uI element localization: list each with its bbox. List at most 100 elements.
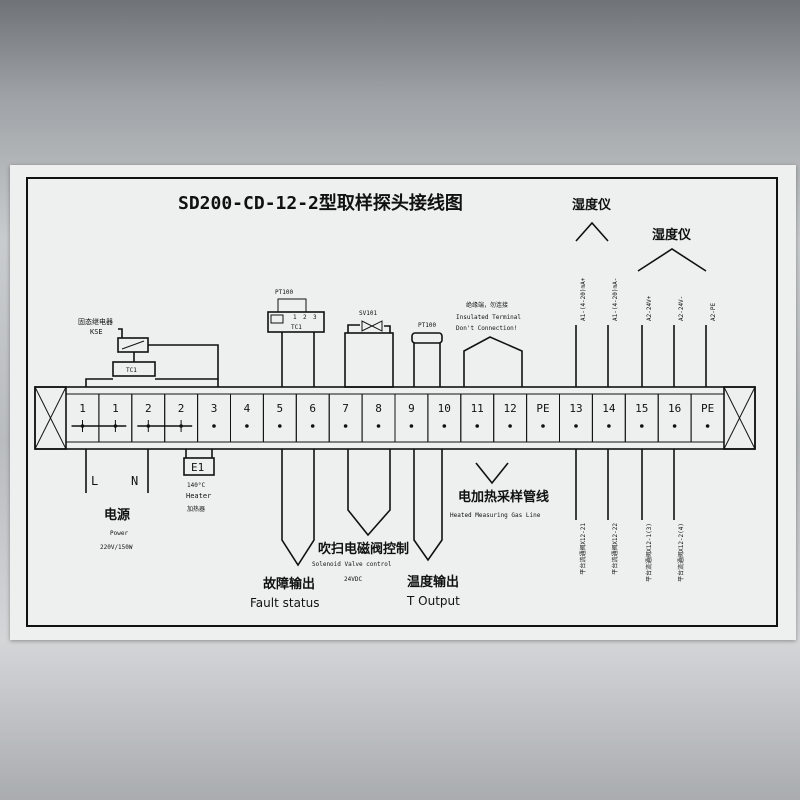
terminal-screw bbox=[705, 424, 710, 428]
fault-label-en: Fault status bbox=[250, 596, 320, 610]
insulated-label-zh: 绝缘端，勿连接 bbox=[466, 301, 508, 309]
hygrometers: 湿度仪 湿度仪 A1-(4-20)mA+ A1-(4-20)mA- A2-24V+ A… bbox=[572, 197, 717, 387]
terminal-screw bbox=[113, 424, 118, 428]
terminal-number: 5 bbox=[276, 402, 283, 415]
hygrometer-wire-label-2: A1-(4-20)mA- bbox=[612, 278, 619, 321]
heater-code: E1 bbox=[191, 461, 204, 474]
plate-border bbox=[26, 177, 778, 627]
heater-label-zh: 加热器 bbox=[187, 505, 205, 513]
pt100-left-box bbox=[267, 311, 325, 333]
temp-probe bbox=[413, 449, 443, 562]
terminal-number: 6 bbox=[309, 402, 316, 415]
solenoid-top-label: SV101 bbox=[359, 310, 377, 317]
terminal-screw bbox=[278, 424, 282, 428]
heater-temp: 140°C bbox=[187, 482, 205, 489]
pt100-pin-1: 1 bbox=[293, 314, 297, 321]
terminal-number: 11 bbox=[471, 402, 484, 415]
terminal-number: PE bbox=[701, 402, 714, 415]
sv-wire-a bbox=[347, 324, 360, 333]
solenoid-valve-top: SV101 bbox=[344, 310, 394, 388]
terminal-screw bbox=[442, 424, 447, 428]
terminal-number: 10 bbox=[438, 402, 451, 415]
solenoid-volt: 24VDC bbox=[344, 576, 362, 583]
heated-line-label-en: Heated Measuring Gas Line bbox=[450, 512, 541, 519]
power-label-zh: 电源 bbox=[104, 507, 130, 523]
hygrometer-1-arrow bbox=[575, 221, 609, 242]
terminal-screw bbox=[310, 424, 315, 428]
sv-valve-left bbox=[361, 320, 374, 332]
terminal-number: 2 bbox=[178, 402, 185, 415]
hygrometer-wire-label-5: A2-PE bbox=[710, 303, 717, 321]
terminal-screw bbox=[80, 424, 85, 428]
hygrometer-wire-label-3: A2-24V+ bbox=[646, 295, 653, 321]
heated-line-arrow bbox=[475, 462, 509, 485]
end-cap-left-cross-b bbox=[34, 386, 67, 450]
insulated-label-en1: Insulated Terminal bbox=[456, 314, 521, 321]
terminal-number: 13 bbox=[569, 402, 582, 415]
power-l-label: L bbox=[91, 474, 98, 488]
solenoid-probe bbox=[347, 449, 391, 537]
terminal-number: 4 bbox=[244, 402, 251, 415]
terminal-number: 3 bbox=[211, 402, 218, 415]
heated-gas-line: 电加热采样管线 Heated Measuring Gas Line bbox=[450, 462, 549, 519]
hygrometer-2-label: 湿度仪 bbox=[652, 227, 692, 243]
terminal-number: 2 bbox=[145, 402, 152, 415]
sv-valve-right bbox=[370, 320, 383, 332]
terminal-number: 8 bbox=[375, 402, 382, 415]
power-n-label: N bbox=[131, 474, 138, 488]
terminal-screw bbox=[508, 424, 512, 428]
heater: E1 140°C Heater 加热器 bbox=[183, 449, 215, 513]
power-label-en: Power bbox=[110, 530, 128, 537]
terminal-screw bbox=[146, 424, 151, 428]
relay-tc-label: TC1 bbox=[126, 367, 137, 374]
relay-wire-c bbox=[118, 328, 123, 338]
temp-out-label-en: T Output bbox=[406, 594, 460, 608]
terminal-screw bbox=[541, 424, 545, 428]
pt100-left-label: PT100 bbox=[275, 289, 293, 296]
sv-loop-box bbox=[344, 332, 394, 388]
solenoid-label-zh: 吹扫电磁阀控制 bbox=[318, 541, 409, 557]
end-cap-right-cross-b bbox=[723, 386, 756, 450]
platform-valve-label-1: 平台流通阀X12-21 bbox=[579, 523, 587, 575]
pt100-left-pin-1 bbox=[270, 314, 284, 324]
platform-valve-label-2: 平台流通阀X12-22 bbox=[611, 523, 619, 575]
insulated-roof bbox=[463, 336, 523, 387]
terminal-screw bbox=[574, 424, 578, 428]
power-spec: 220V/150W bbox=[100, 544, 133, 551]
terminal-number: 14 bbox=[602, 402, 616, 415]
terminal-number: 1 bbox=[79, 402, 86, 415]
power-supply: L N 电源 Power 220V/150W bbox=[85, 449, 149, 551]
terminal-screw bbox=[212, 424, 216, 428]
terminal-screw bbox=[409, 424, 414, 428]
terminal-number: 7 bbox=[342, 402, 349, 415]
platform-valve-label-4: 平台流通阀X12-2(4) bbox=[677, 523, 685, 582]
sv-wire-b bbox=[384, 325, 391, 333]
terminal-number: 15 bbox=[635, 402, 648, 415]
pt100-left-top-loop bbox=[277, 298, 307, 312]
heated-line-label-zh: 电加热采样管线 bbox=[458, 489, 549, 505]
pt100-sensor-right: PT100 bbox=[411, 322, 443, 387]
pt100-right-head bbox=[411, 332, 443, 344]
insulated-terminals: 绝缘端，勿连接 Insulated Terminal Don't Connect… bbox=[456, 301, 523, 387]
relay-wire-b bbox=[155, 378, 219, 387]
pt100-sensor-left: PT100 1 2 3 TC1 bbox=[267, 289, 325, 387]
relay-wire-a bbox=[85, 378, 113, 387]
relay-wire-d bbox=[148, 344, 219, 379]
hygrometer-wire-label-4: A2-24V- bbox=[678, 296, 685, 321]
terminal-number: PE bbox=[536, 402, 549, 415]
fault-label-zh: 故障输出 bbox=[263, 576, 315, 592]
hygrometer-wire-label-1: A1-(4-20)mA+ bbox=[580, 277, 587, 321]
solid-state-relay: 固态继电器 KSE TC1 bbox=[78, 317, 219, 387]
terminal-number: 16 bbox=[668, 402, 681, 415]
terminal-screw bbox=[376, 424, 381, 428]
terminal-number: 12 bbox=[503, 402, 516, 415]
terminal-screw bbox=[672, 424, 677, 428]
relay-label-code: KSE bbox=[90, 328, 103, 336]
relay-contact bbox=[121, 340, 145, 350]
pt100-pin-3: 3 bbox=[313, 314, 317, 321]
hygrometer-1-label: 湿度仪 bbox=[572, 197, 612, 213]
terminal-screw bbox=[245, 424, 249, 428]
